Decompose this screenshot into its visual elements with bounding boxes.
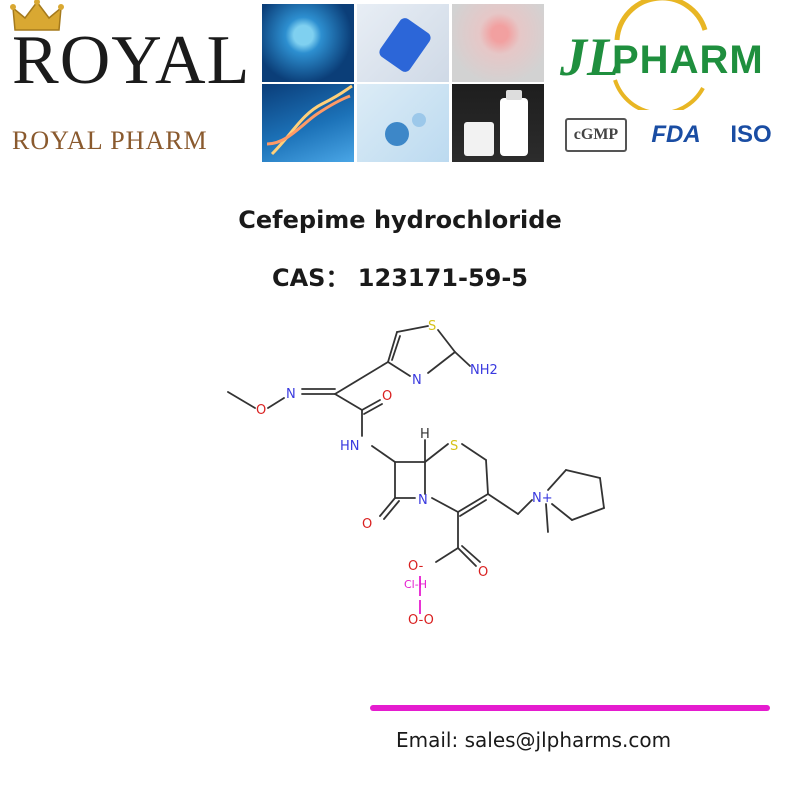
jl-logo-mark: JL	[560, 27, 620, 87]
atom-amine: NH2	[470, 363, 498, 378]
atom-lactam-nitrogen: N	[418, 493, 428, 508]
crown-icon	[10, 0, 64, 31]
dna-image	[262, 84, 354, 162]
atom-stereo-h: H	[420, 427, 430, 442]
atom-counter-ion: O-O	[408, 613, 434, 628]
atom-sulfur: S	[428, 319, 436, 334]
atom-carboxylate-oxygen: O	[478, 565, 488, 580]
atom-amide-nh: HN	[340, 439, 360, 454]
royal-pharm-text: ROYAL PHARM	[12, 126, 208, 155]
jl-pharm-text: PHARM	[612, 38, 764, 82]
jl-arc-icon	[613, 0, 708, 110]
atom-oxime-nitrogen: N	[286, 387, 296, 402]
crystal-image	[357, 84, 449, 162]
chemical-structure: S N NH2 N O O HN H S N O N+ O O- Cl-H O-…	[227, 319, 605, 628]
atom-lactam-oxygen: O	[362, 517, 372, 532]
iso-badge: ISO	[730, 121, 772, 148]
lab-glove-image	[357, 4, 449, 82]
cgmp-badge: cGMP	[565, 118, 627, 152]
product-name: Cefepime hydrochloride	[238, 206, 562, 234]
bottles-image	[452, 84, 544, 162]
magenta-divider	[370, 705, 770, 711]
pills-image	[452, 4, 544, 82]
royal-logo-text: ROYAL	[12, 22, 251, 99]
atom-quaternary-nitrogen: N+	[532, 491, 553, 506]
atom-oxime-oxygen: O	[256, 403, 266, 418]
atom-hcl: Cl-H	[404, 578, 427, 591]
atom-ring-sulfur: S	[450, 439, 458, 454]
atom-amide-oxygen: O	[382, 389, 392, 404]
atom-carboxylate-anion: O-	[408, 559, 424, 574]
cas-number: CAS： 123171-59-5	[271, 264, 529, 292]
fda-badge: FDA	[651, 121, 701, 148]
virus-image	[262, 4, 354, 82]
contact-email[interactable]: Email: sales@jlpharms.com	[396, 728, 672, 752]
atom-ring-nitrogen: N	[412, 373, 422, 388]
